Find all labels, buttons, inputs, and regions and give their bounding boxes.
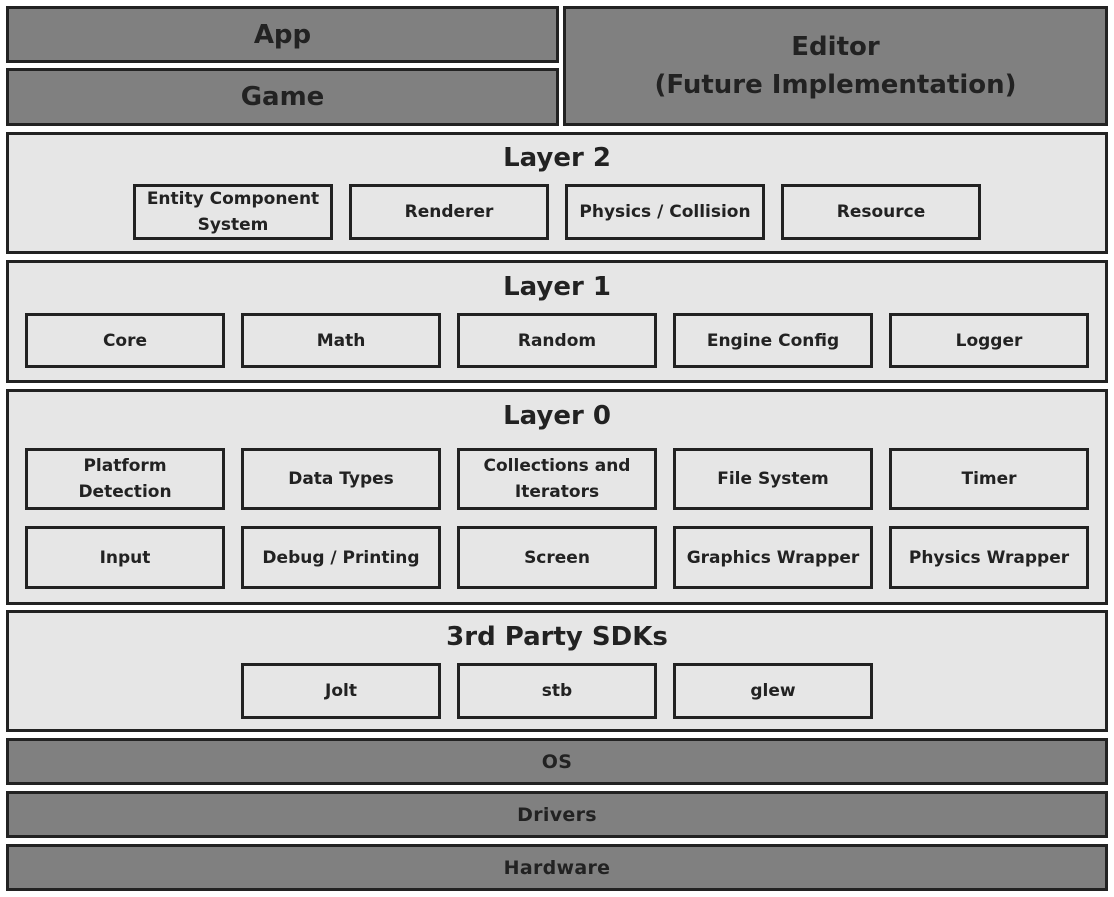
game-layer: Game: [6, 68, 559, 126]
module-jolt: Jolt: [241, 663, 441, 719]
third-party-sdks-layer: 3rd Party SDKs Jolt stb glew: [6, 610, 1108, 732]
module-renderer: Renderer: [349, 184, 549, 240]
drivers-label: Drivers: [517, 803, 597, 826]
layer-2: Layer 2 Entity Component System Renderer…: [6, 132, 1108, 254]
hardware-layer: Hardware: [6, 844, 1108, 891]
module-physics-collision: Physics / Collision: [565, 184, 765, 240]
drivers-layer: Drivers: [6, 791, 1108, 838]
module-logger: Logger: [889, 313, 1089, 368]
module-glew: glew: [673, 663, 873, 719]
os-label: OS: [541, 750, 573, 773]
editor-label: Editor: [791, 32, 880, 62]
module-collections-and-iterators: Collections and Iterators: [457, 448, 657, 510]
editor-subtitle: (Future Implementation): [654, 70, 1017, 100]
hardware-label: Hardware: [503, 856, 611, 879]
module-file-system: File System: [673, 448, 873, 510]
module-engine-config: Engine Config: [673, 313, 873, 368]
app-label: App: [253, 19, 312, 50]
layer-0: Layer 0 Platform Detection Data Types Co…: [6, 389, 1108, 605]
module-screen: Screen: [457, 526, 657, 589]
layer-1-title: Layer 1: [503, 272, 611, 302]
module-resource: Resource: [781, 184, 981, 240]
layer-1: Layer 1 Core Math Random Engine Config L…: [6, 260, 1108, 383]
module-physics-wrapper: Physics Wrapper: [889, 526, 1089, 589]
module-platform-detection: Platform Detection: [25, 448, 225, 510]
module-debug-printing: Debug / Printing: [241, 526, 441, 589]
module-input: Input: [25, 526, 225, 589]
module-graphics-wrapper: Graphics Wrapper: [673, 526, 873, 589]
module-math: Math: [241, 313, 441, 368]
third-party-sdks-title: 3rd Party SDKs: [446, 622, 668, 652]
layer-2-title: Layer 2: [503, 143, 611, 173]
module-random: Random: [457, 313, 657, 368]
app-layer: App: [6, 6, 559, 63]
module-timer: Timer: [889, 448, 1089, 510]
game-label: Game: [240, 82, 325, 112]
editor-layer: Editor (Future Implementation): [563, 6, 1108, 126]
module-data-types: Data Types: [241, 448, 441, 510]
module-stb: stb: [457, 663, 657, 719]
module-core: Core: [25, 313, 225, 368]
layer-0-title: Layer 0: [503, 401, 611, 431]
os-layer: OS: [6, 738, 1108, 785]
module-entity-component-system: Entity Component System: [133, 184, 333, 240]
